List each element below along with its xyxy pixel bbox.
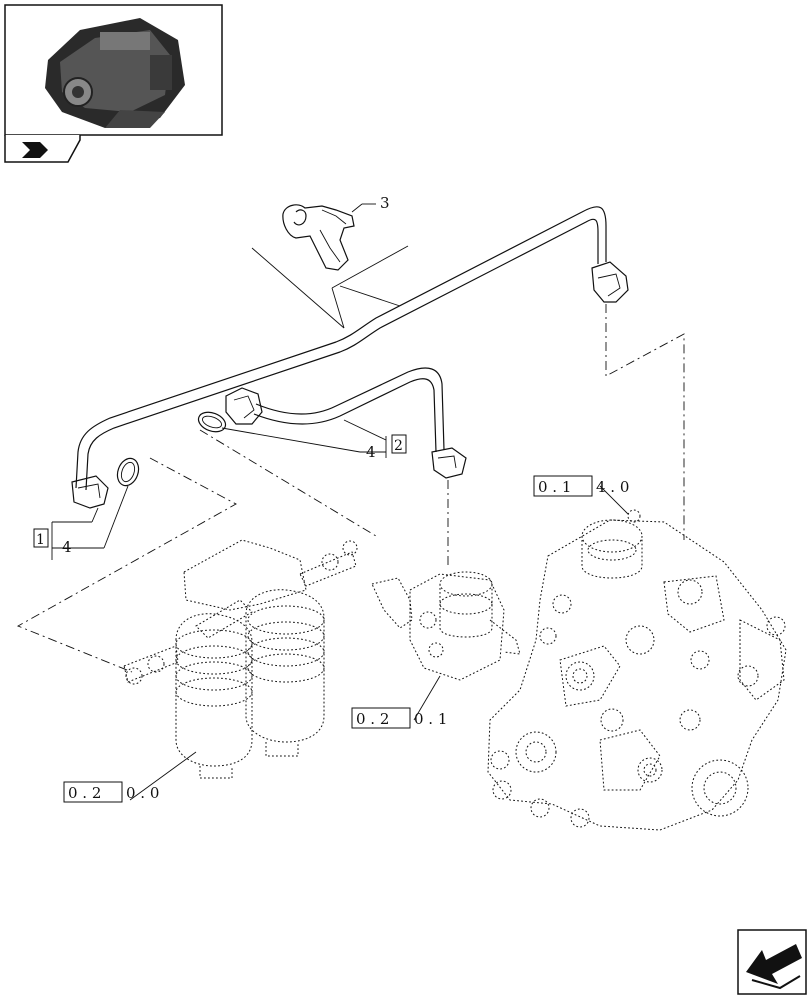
navigation-arrow-icon[interactable] <box>737 929 807 995</box>
reference-lines <box>251 245 409 329</box>
leaders-4-2 <box>221 419 387 458</box>
svg-text:0 . 0: 0 . 0 <box>126 784 159 802</box>
ref-0140[interactable]: 0 . 1 4 . 0 <box>533 475 629 497</box>
assembly-lines <box>16 304 685 673</box>
callout-1: 1 <box>36 532 45 548</box>
leaders-1-4 <box>51 485 129 560</box>
leader-0201 <box>413 675 441 721</box>
seal-ring-right <box>197 411 227 433</box>
callout-2-box[interactable] <box>391 434 407 454</box>
feed-pump <box>371 571 521 681</box>
svg-text:0 . 2: 0 . 2 <box>68 784 101 802</box>
fuel-pipe-long <box>71 206 629 509</box>
bookmark-icon[interactable] <box>4 135 81 163</box>
thumbnail-frame[interactable] <box>4 4 223 136</box>
fuel-filter-assembly <box>123 539 358 779</box>
svg-text:0 . 1: 0 . 1 <box>538 478 571 496</box>
ref-0200[interactable]: 0 . 2 0 . 0 <box>63 781 159 803</box>
callout-2: 2 <box>394 438 403 454</box>
callout-3: 3 <box>380 194 390 212</box>
callout-1-box[interactable] <box>33 528 49 548</box>
callout-4-right: 4 <box>366 443 376 461</box>
callout-4-left: 4 <box>62 538 72 556</box>
leader-3 <box>351 203 363 213</box>
engine-thumbnail-icon <box>45 18 185 128</box>
svg-text:0 . 2: 0 . 2 <box>356 710 389 728</box>
injection-pump <box>487 509 787 831</box>
fuel-pipe-short <box>225 367 467 479</box>
seal-ring-left <box>116 457 140 487</box>
clip-part <box>282 204 355 271</box>
svg-text:4 . 0: 4 . 0 <box>596 478 629 496</box>
ref-0201[interactable]: 0 . 2 0 . 1 <box>351 707 447 729</box>
svg-text:0 . 1: 0 . 1 <box>414 710 447 728</box>
leader-0140 <box>599 485 629 515</box>
leader-0200 <box>129 751 197 801</box>
